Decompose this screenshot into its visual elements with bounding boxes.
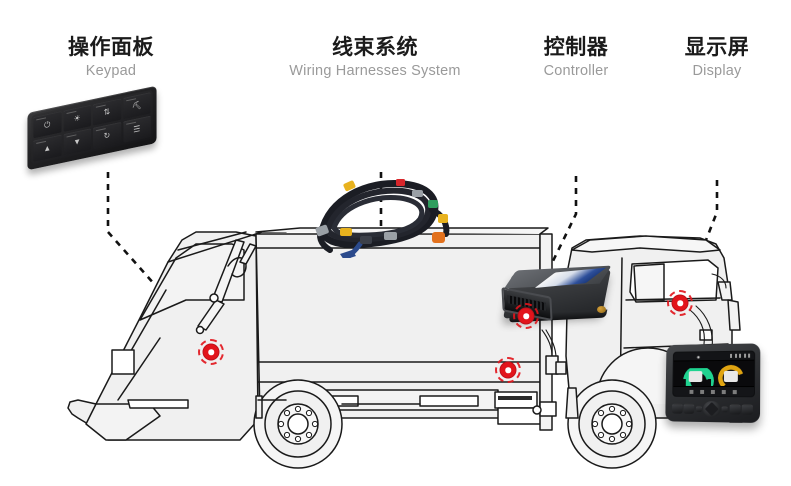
controller-mount-bolt [597,306,606,313]
connector-orange [432,232,445,243]
keypad-photo: ⏻ ☀ ⇅ ⛏ ▲ ▼ ↻ ☰ [26,85,176,178]
chassis-bracket [539,401,557,417]
mirror-arm [711,273,727,289]
keypad-key-rotate[interactable]: ↻ [92,121,121,150]
display-gauge-left-value [688,371,703,383]
front-wheel-bolts [591,405,633,443]
label-display-cn: 显示屏 [684,36,750,59]
display-key-f2[interactable] [683,403,695,414]
chassis-bolt [532,405,542,415]
label-display: 显示屏 Display [662,36,772,80]
display-bottom-bar [673,385,755,397]
display-status-icons [730,353,751,358]
keypad-key-up[interactable]: ▲ [33,134,62,162]
label-harness-en: Wiring Harnesses System [289,62,461,79]
cab-badge [699,329,713,341]
connector-yellow-2 [438,214,448,223]
marker-keypad[interactable] [198,339,224,365]
marker-dot-icon [523,313,529,319]
display-key-f5[interactable] [729,404,741,415]
marker-ring-icon [198,339,224,365]
connector-red [396,179,405,186]
tailgate-window [111,349,135,375]
rear-step-plate [127,399,189,409]
cab-cable-1 [689,309,705,345]
display-key-f3[interactable] [695,405,702,412]
display-key-f6[interactable] [741,404,753,415]
wiring-harness-photo [300,166,465,258]
rear-wheel-bolts [277,405,319,443]
leader-line-keypad [106,172,212,349]
marker-controller[interactable] [513,303,539,329]
tailgate-rib-2 [117,337,161,401]
hydraulic-hose [227,257,247,278]
label-harness-cn: 线束系统 [332,36,418,59]
label-display-en: Display [692,62,742,79]
keypad-button-grid: ⏻ ☀ ⇅ ⛏ ▲ ▼ ↻ ☰ [31,89,153,165]
harness-connectors [315,179,448,258]
label-harness: 线束系统 Wiring Harnesses System [275,36,475,80]
label-controller-en: Controller [543,62,609,79]
display-screen[interactable]: ◉ [672,350,756,398]
label-keypad-en: Keypad [85,62,137,79]
display-photo: ◉ [660,340,770,432]
display-gauge-right-value [723,370,738,382]
connector-green [428,200,438,208]
connector-gray-2 [384,232,397,240]
connector-blue-plug [340,250,356,258]
display-status-bar: ◉ [673,351,755,362]
marker-harness[interactable] [495,357,521,383]
harness-loop-mid [324,187,432,243]
harness-connector-block [555,361,567,375]
tailgate-rib-1 [127,289,167,357]
tailgate-top-edge-2 [177,231,247,251]
marker-dot-icon [677,300,683,306]
marker-dot-icon [208,349,214,355]
display-housing: ◉ [665,343,761,424]
harness-loop-outer [318,179,439,248]
display-key-f4[interactable] [721,406,728,413]
connector-yellow-3 [340,228,352,236]
marker-ring-icon [495,357,521,383]
keypad-key-menu[interactable]: ☰ [122,115,151,143]
label-controller-cn: 控制器 [543,36,609,59]
connector-gray-3 [412,190,423,197]
harness-loop-inner [331,195,425,238]
cab-roof [571,235,721,253]
arm-pivot-2 [195,325,205,335]
controller-photo [500,262,620,342]
marker-ring-icon [667,290,693,316]
harness-drawing [315,179,450,258]
rear-wheel-center [287,413,309,435]
connector-gray-1 [315,224,329,237]
display-key-f1[interactable] [672,403,683,414]
cab-step [565,387,579,419]
display-dpad[interactable] [702,400,721,418]
label-keypad: 操作面板 Keypad [36,36,186,80]
keypad-key-down[interactable]: ▼ [63,128,92,156]
door-window-divider [633,263,665,301]
display-brand-logo: ◉ [696,353,701,359]
front-wheel-center [601,413,623,435]
skirt-panel-2 [419,395,479,407]
arm-pivot-1 [209,293,219,303]
connector-black [360,236,372,244]
label-controller: 控制器 Controller [521,36,631,80]
label-keypad-cn: 操作面板 [68,36,154,59]
marker-ring-icon [513,303,539,329]
toolbox-handle [498,396,532,400]
cab-front-panel [727,299,741,331]
harness-cable-a [541,329,553,357]
marker-display[interactable] [667,290,693,316]
mirror-housing [717,281,733,301]
connector-yellow-1 [343,180,356,192]
marker-dot-icon [505,367,511,373]
display-keypad [672,400,753,419]
mudflap-rear [255,395,263,419]
